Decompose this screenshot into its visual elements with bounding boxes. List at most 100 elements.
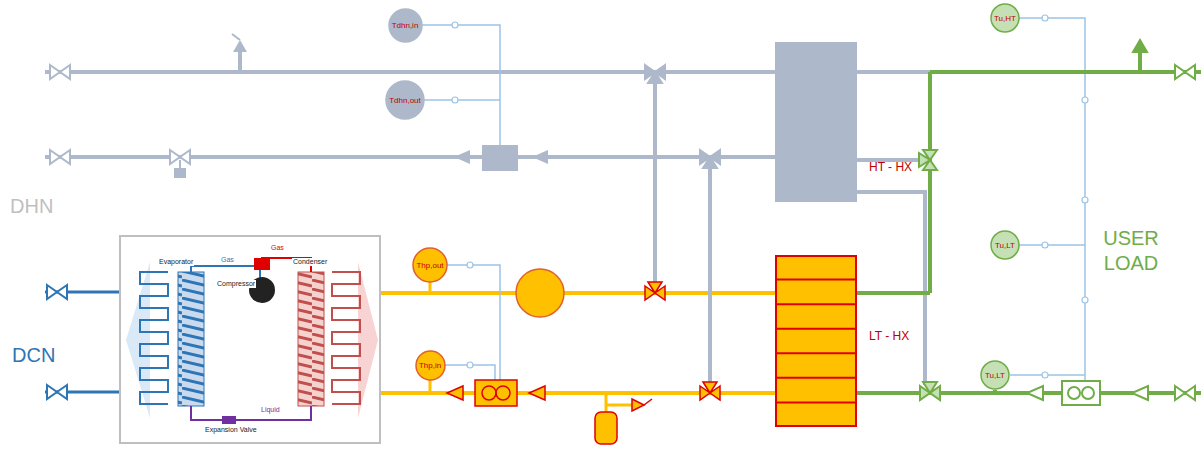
sensor-circle — [413, 248, 447, 282]
pipe-symbol — [50, 150, 70, 164]
sensor-circle: Tdhn,out — [385, 80, 425, 120]
part-label: Gas — [220, 256, 235, 264]
heat-exchanger: HT - HX — [775, 42, 857, 202]
sensor-circle — [991, 231, 1019, 259]
pipe-symbol — [1082, 97, 1088, 103]
pipe-symbol — [1082, 197, 1088, 203]
heat-pump-box: GasCompressorGasEvaporatorCondenserLiqui… — [120, 236, 380, 443]
pipe-symbol — [1042, 15, 1048, 21]
pipe-symbol — [1068, 387, 1080, 399]
pipe-symbol — [50, 65, 720, 168]
pipe-symbol — [857, 52, 1201, 393]
pipe-symbol — [930, 70, 1201, 74]
pipe-symbol — [606, 404, 632, 407]
pipe-symbol — [298, 272, 324, 406]
sensor-circle: Tu,LT — [980, 360, 1010, 390]
sensor-label: Tdhn,out — [389, 96, 421, 105]
pipe-symbol — [1027, 386, 1043, 400]
pipe-symbol — [928, 72, 932, 293]
pipe-symbol — [445, 265, 500, 383]
exchanger-outline — [775, 42, 857, 202]
sensor-label: Tu,LT — [995, 241, 1015, 250]
pipe-symbol — [919, 150, 937, 170]
pipe-symbol — [1175, 65, 1195, 79]
pipe-symbol — [447, 282, 720, 444]
sensor-circle: Tu,HT — [990, 3, 1020, 33]
exchanger-outline — [775, 255, 857, 427]
pipe-symbol — [1138, 52, 1142, 72]
sensor-circle — [981, 361, 1009, 389]
pipe-symbol — [700, 150, 720, 168]
part-label: Gas — [270, 244, 285, 252]
sensor-label: Tu,LT — [985, 371, 1005, 380]
pipe-symbol — [644, 399, 652, 405]
sensor-circle: Thp,out — [412, 247, 448, 283]
pipe-symbol — [1175, 386, 1195, 400]
pipe-symbol — [126, 262, 150, 418]
pipe-symbol — [452, 22, 458, 28]
pipe-symbol — [516, 269, 564, 317]
pipe-symbol — [467, 362, 473, 368]
sensor-label: Tdhn,in — [392, 21, 419, 30]
pipe-symbol — [50, 65, 70, 79]
pipe-symbol — [857, 70, 930, 74]
part-label: Compressor — [216, 280, 256, 288]
pipe-symbol — [919, 40, 1195, 405]
pipe-symbol — [920, 382, 940, 400]
pipe-symbol — [232, 34, 240, 40]
sensor-label: Tu,HT — [994, 14, 1016, 23]
sensor-circle — [991, 4, 1019, 32]
exchanger-label: HT - HX — [869, 160, 912, 174]
pipe-symbol — [174, 168, 186, 178]
pipe-symbol — [645, 65, 665, 83]
part-label: Liquid — [260, 406, 281, 414]
pipe-symbol — [993, 390, 997, 393]
pipe-symbol — [645, 282, 665, 300]
pipe-symbol — [1133, 40, 1147, 52]
pipe-symbol — [420, 25, 500, 145]
exchanger-plate — [776, 328, 856, 330]
pipe-symbol — [857, 291, 930, 295]
network-label: DCN — [12, 343, 55, 368]
exchanger-plate — [776, 352, 856, 354]
pipe-symbol — [454, 150, 470, 164]
pipe-symbol — [429, 380, 432, 393]
pipe-symbol — [447, 386, 463, 400]
exchanger-plate — [776, 279, 856, 281]
network-label: USER LOAD — [1094, 226, 1168, 276]
pipe-symbol — [1019, 244, 1085, 246]
pipe-symbol — [482, 386, 496, 400]
pipe-symbol — [595, 412, 617, 444]
pipe-symbol — [174, 34, 548, 178]
pipe-symbol — [1062, 381, 1100, 405]
pipe-symbol — [421, 99, 500, 101]
pipe-symbol — [475, 380, 517, 406]
pipe-symbol — [47, 285, 67, 399]
pipe-symbol — [1132, 386, 1148, 400]
pipe-symbol — [452, 15, 1088, 378]
pipe-symbol — [332, 272, 360, 404]
pipe-symbol — [45, 292, 120, 392]
pipe-symbol — [653, 72, 657, 293]
pipe-symbol — [632, 399, 644, 411]
network-label: DHN — [10, 194, 53, 219]
pipe-symbol — [254, 258, 270, 270]
pipe-symbol — [1042, 242, 1048, 248]
pipe-symbol — [45, 155, 775, 159]
pipe-symbol — [467, 262, 473, 268]
exchanger-plate — [776, 377, 856, 379]
sensor-circle: Tdhn,in — [388, 8, 423, 43]
sensor-circle: Thp,in — [415, 350, 446, 381]
pipe-symbol — [857, 192, 925, 385]
pipe-symbol — [700, 382, 720, 400]
sensor-circle: Tu,LT — [990, 230, 1020, 260]
heat-exchanger: LT - HX — [775, 255, 857, 427]
pipe-symbol — [222, 416, 236, 424]
sensor-circle — [389, 9, 422, 42]
part-label: Condenser — [292, 258, 328, 266]
pipe-connector — [380, 291, 775, 295]
pipe-symbol — [47, 285, 67, 299]
pipe-symbol — [47, 385, 67, 399]
pipe-symbol — [238, 52, 242, 72]
pipe-symbol — [1082, 297, 1088, 303]
